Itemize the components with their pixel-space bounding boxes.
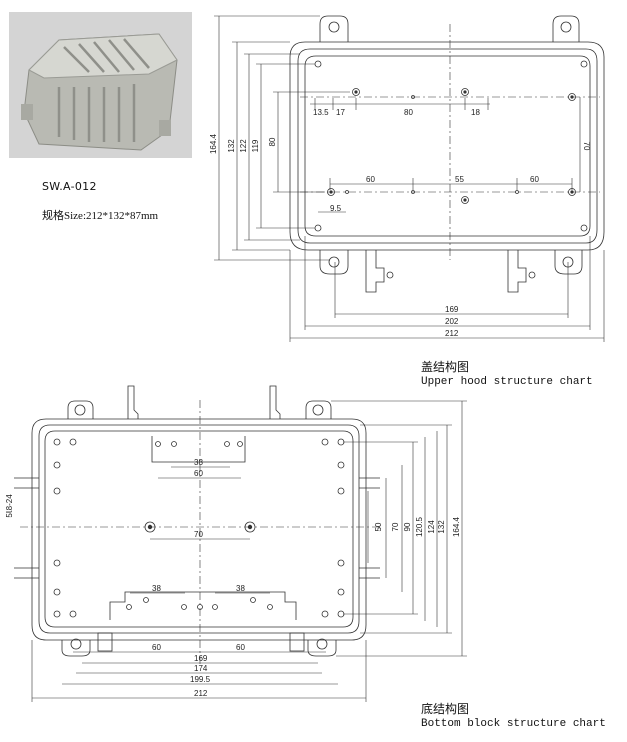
dim-bottom-50: 50	[374, 522, 383, 531]
dim-upper-70v: 70	[582, 142, 591, 151]
bottom-block-title-cn: 底结构图	[421, 702, 470, 716]
bottom-block-title-en: Bottom block structure chart	[421, 718, 606, 730]
dim-bottom-199-5: 199.5	[190, 675, 211, 684]
product-photo	[9, 12, 192, 158]
upper-hood-outline	[289, 15, 605, 293]
dim-bottom-212: 212	[194, 689, 208, 698]
dim-bottom-132: 132	[437, 520, 446, 534]
dim-upper-132: 132	[227, 139, 236, 153]
dim-bottom-164: 164.4	[452, 516, 461, 537]
dim-upper-122: 122	[239, 139, 248, 153]
dim-bottom-side-thread: 5Ꙇ8-24	[5, 494, 14, 518]
dim-bottom-174: 174	[194, 664, 208, 673]
dim-bottom-60-left: 60	[152, 643, 161, 652]
bottom-block-outline	[14, 385, 380, 657]
dim-upper-80v: 80	[268, 137, 277, 146]
model-number: SW.A-012	[42, 180, 97, 193]
dim-bottom-38-top: 38	[194, 458, 203, 467]
dim-upper-9-5: 9.5	[330, 204, 342, 213]
enclosure-illustration	[21, 33, 178, 151]
dim-upper-13-5: 13.5	[313, 108, 329, 117]
dim-upper-60b: 60	[530, 175, 539, 184]
dim-bottom-60-right: 60	[236, 643, 245, 652]
dim-upper-80h: 80	[404, 108, 413, 117]
dim-bottom-169: 169	[194, 654, 208, 663]
upper-hood-holes	[327, 88, 576, 204]
dim-upper-119: 119	[251, 139, 260, 152]
dim-upper-55: 55	[455, 175, 464, 184]
dim-upper-212: 212	[445, 329, 459, 338]
dim-bottom-60-top: 60	[194, 469, 203, 478]
dim-upper-17: 17	[336, 108, 345, 117]
dim-upper-18: 18	[471, 108, 480, 117]
dim-upper-202: 202	[445, 317, 459, 326]
dim-upper-164: 164.4	[209, 133, 218, 154]
upper-hood-title-en: Upper hood structure chart	[421, 376, 593, 388]
dim-bottom-120-5: 120.5	[415, 516, 424, 537]
dim-bottom-38-right: 38	[236, 584, 245, 593]
dim-bottom-70v: 70	[391, 522, 400, 531]
size-spec: 规格Size:212*132*87mm	[42, 210, 159, 222]
dim-bottom-90: 90	[403, 522, 412, 531]
dim-upper-60a: 60	[366, 175, 375, 184]
dim-upper-169: 169	[445, 305, 459, 314]
dim-bottom-124: 124	[427, 520, 436, 534]
dim-bottom-70: 70	[194, 530, 203, 539]
upper-hood-title-cn: 盖结构图	[421, 360, 470, 374]
dim-bottom-38-left: 38	[152, 584, 161, 593]
